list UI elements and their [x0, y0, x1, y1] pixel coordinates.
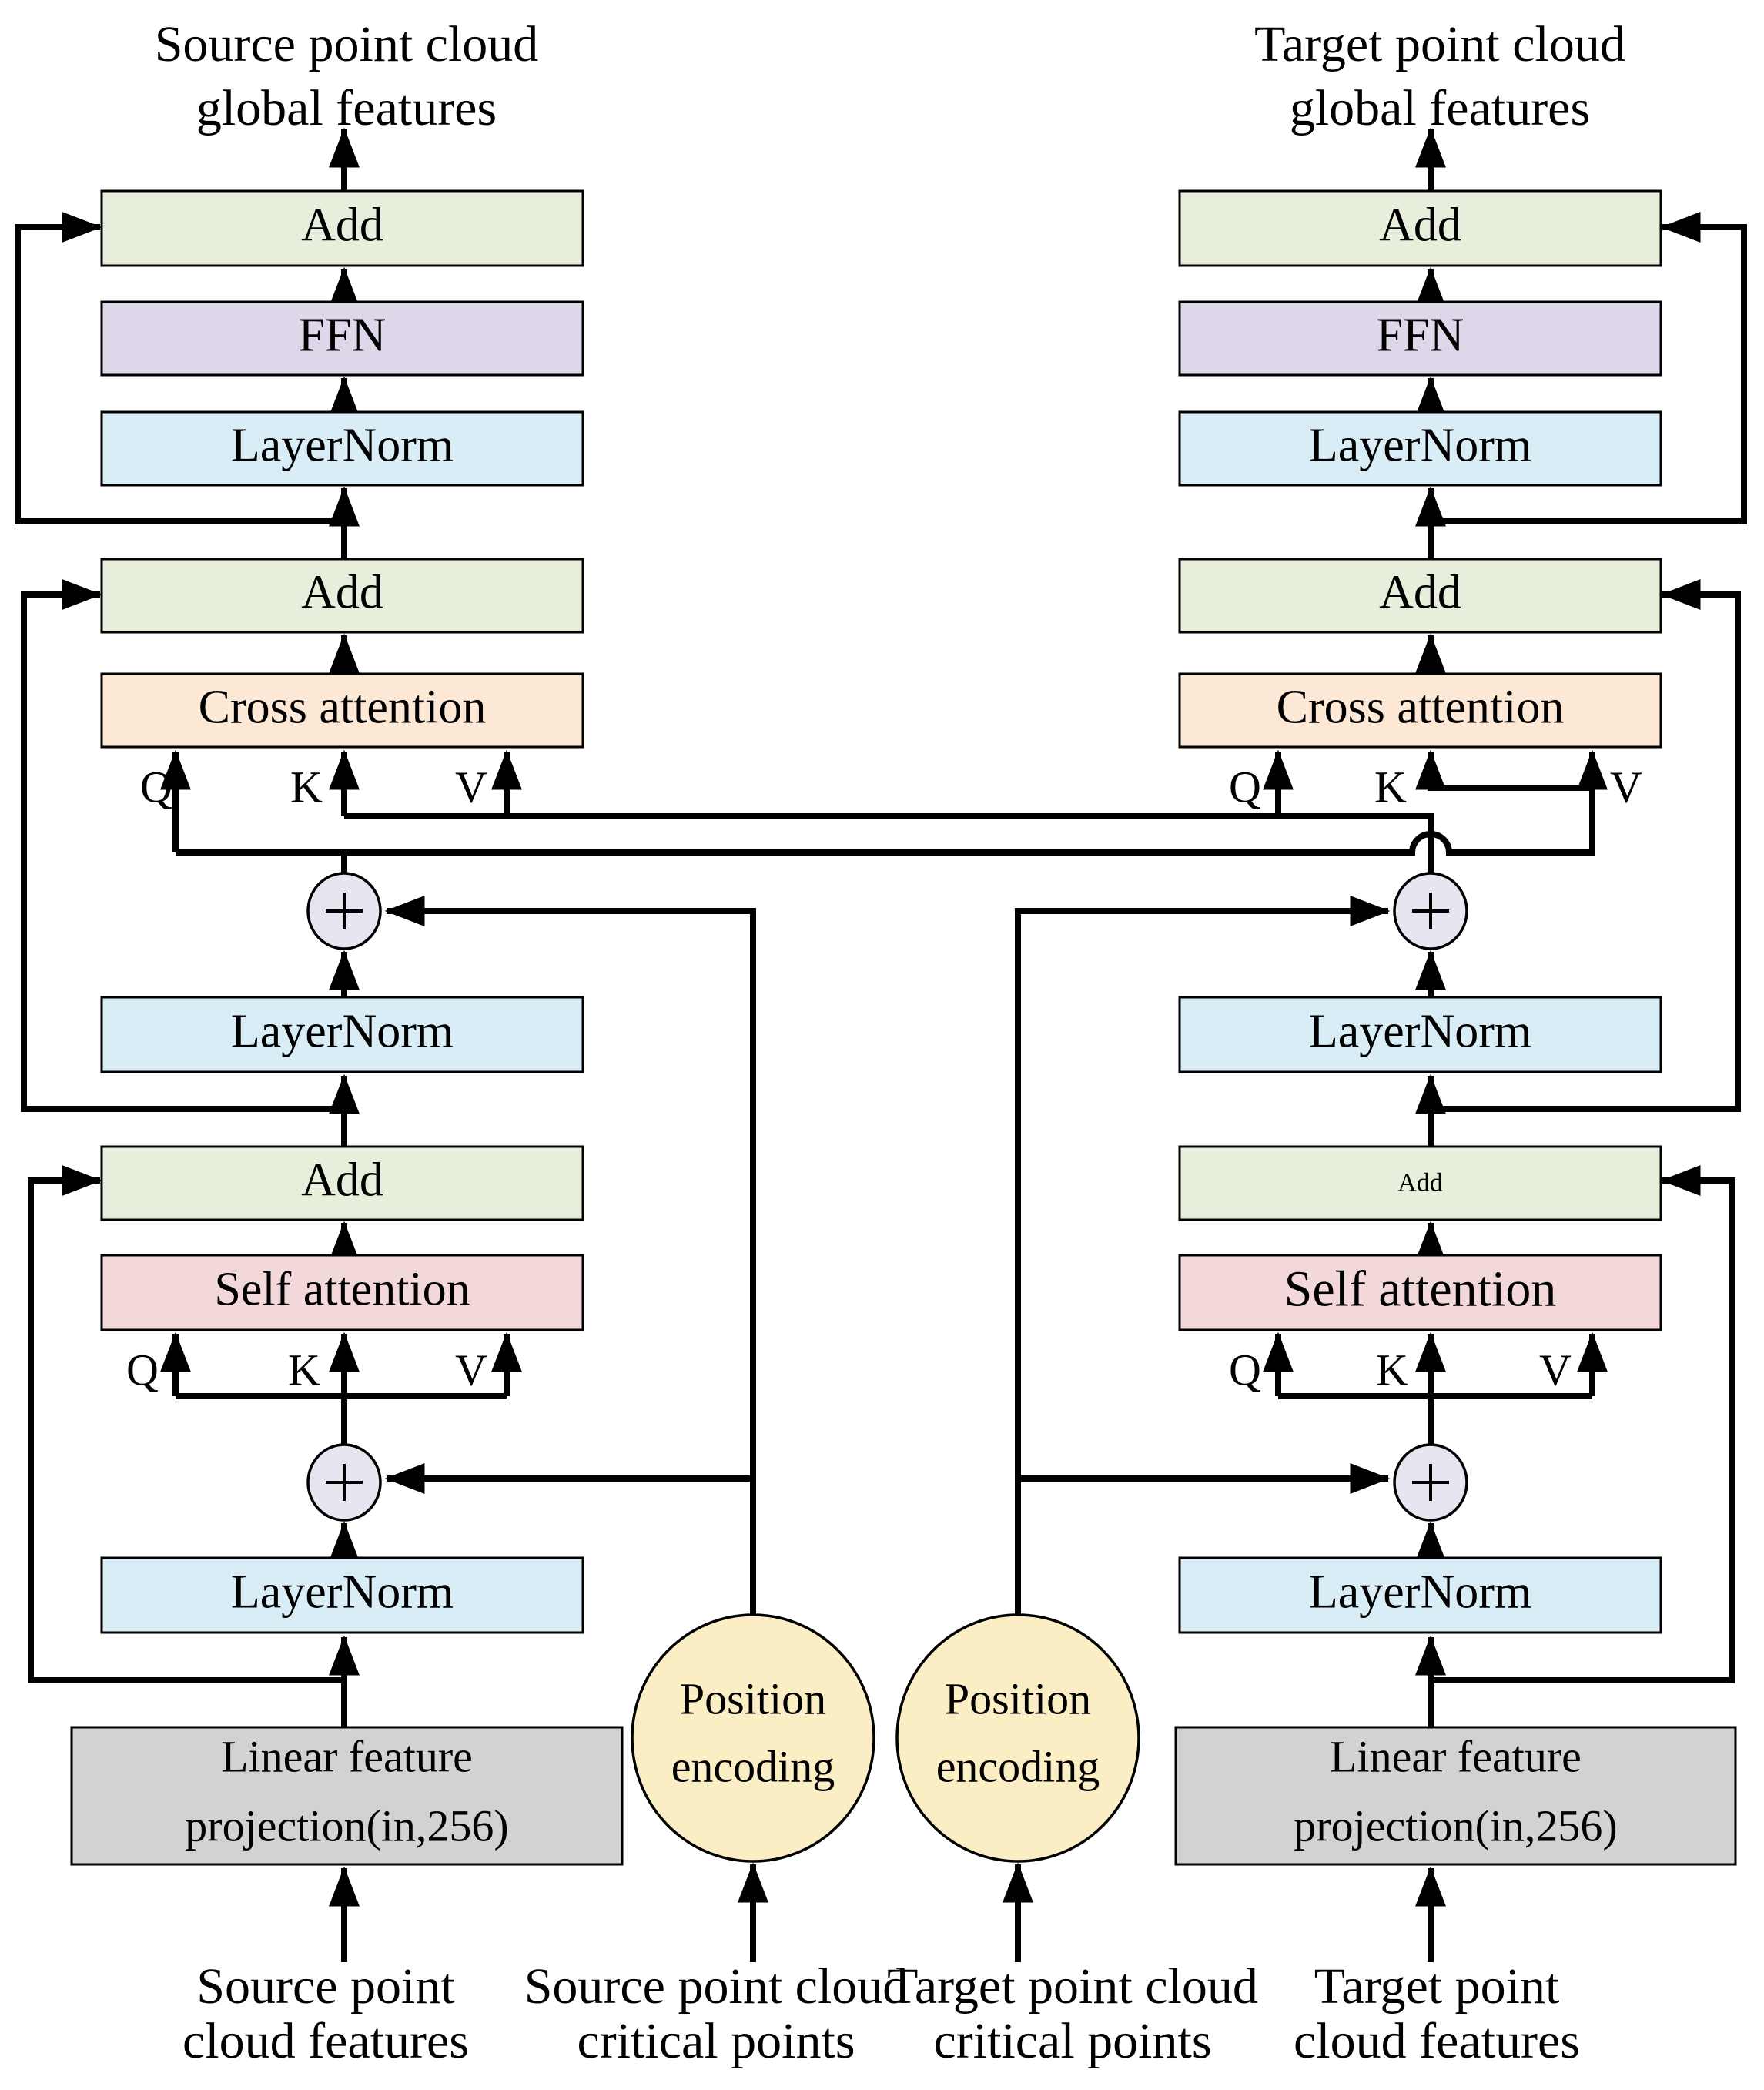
- linear-projection-left-box: [70, 1726, 624, 1866]
- position-encoding-source-label-line1: Position: [680, 1673, 826, 1723]
- k-label-self-right: K: [1376, 1345, 1408, 1395]
- add-top-right-box-label: Add: [1379, 199, 1461, 252]
- layernorm-mid-right-box-label: LayerNorm: [1309, 1006, 1531, 1058]
- add-cross-left-box-label: Add: [301, 567, 383, 619]
- add-cross-left-box: [100, 558, 584, 634]
- residual-ffn-right: [1431, 212, 1747, 524]
- q-label-self-right: Q: [1229, 1345, 1261, 1395]
- layernorm-top-left-box-label: LayerNorm: [231, 420, 454, 472]
- cross-attention-left-box-label: Cross attention: [199, 682, 487, 734]
- target-global-features-label-line2: global features: [1290, 80, 1590, 136]
- add-top-left-box-label: Add: [301, 199, 383, 252]
- source-critical-points-label-line2: critical points: [577, 2013, 855, 2069]
- position-encoding-target-label-line1: Position: [945, 1673, 1091, 1723]
- target-critical-points-label-line2: critical points: [933, 2013, 1211, 2069]
- ffn-right-box-label: FFN: [1377, 310, 1464, 362]
- layernorm-mid-right-box: [1178, 996, 1662, 1073]
- layernorm-bot-left-box-label: LayerNorm: [231, 1566, 454, 1619]
- add-self-right-box-label: Add: [1397, 1168, 1443, 1197]
- residual-ffn-left: [15, 212, 344, 524]
- layernorm-bot-right-box-label: LayerNorm: [1309, 1566, 1531, 1619]
- add-cross-right-box-label: Add: [1379, 567, 1461, 619]
- k-label-self-left: K: [288, 1345, 320, 1395]
- pos-to-cross-plus-left: [384, 896, 756, 1616]
- add-self-right-box: [1178, 1145, 1662, 1221]
- source-features-label-line1: Source point: [196, 1958, 454, 2015]
- layernorm-top-right-box-label: LayerNorm: [1309, 420, 1531, 472]
- q-label-self-left: Q: [126, 1345, 159, 1395]
- residual-cross-left: [21, 579, 344, 1112]
- target-critical-points-label-line1: Target point cloud: [887, 1958, 1258, 2015]
- add-cross-right-box: [1178, 558, 1662, 634]
- target-global-features-label-line1: Target point cloud: [1254, 16, 1625, 72]
- residual-cross-right: [1431, 579, 1741, 1112]
- linear-projection-left-box-label-line1: Linear feature: [221, 1731, 473, 1781]
- free-labels: Q K V Q K V Q K V Q K V Source point cloud global fea…: [126, 16, 1642, 2069]
- q-bus-line2-with-hop: [176, 749, 1608, 856]
- cross-attention-left-box: [100, 672, 584, 749]
- residual-self-left: [28, 1165, 344, 1683]
- self-attention-right-box: [1178, 1254, 1662, 1331]
- position-encoding-target: [895, 1613, 1140, 1863]
- linear-projection-left-box-label-line2: projection(in,256): [185, 1800, 508, 1851]
- source-critical-points-label-line1: Source point cloud: [524, 1958, 909, 2015]
- cross-attention-right-box: [1178, 672, 1662, 749]
- self-attention-left-box: [100, 1254, 584, 1331]
- target-features-label-line2: cloud features: [1294, 2013, 1580, 2069]
- layernorm-bot-right-box: [1178, 1556, 1662, 1634]
- linear-projection-right-box-label-line1: Linear feature: [1330, 1731, 1582, 1781]
- q-label-cross-left: Q: [140, 762, 172, 812]
- position-encoding-source: [631, 1613, 875, 1863]
- ffn-left-box-label: FFN: [299, 310, 387, 362]
- self-attention-left-box-label: Self attention: [214, 1264, 470, 1316]
- v-label-self-right: V: [1539, 1345, 1572, 1395]
- add-top-left-box: [100, 189, 584, 267]
- connector-lines: [15, 127, 1747, 1962]
- linear-projection-right-box: [1174, 1726, 1737, 1866]
- ffn-left-box: [100, 300, 584, 377]
- source-global-features-label-line1: Source point cloud: [155, 16, 539, 72]
- k-label-cross-right: K: [1374, 762, 1407, 812]
- plus-and-position-nodes: Position encoding Position encoding: [306, 872, 1468, 1863]
- layernorm-bot-left-box: [100, 1556, 584, 1634]
- target-features-label-line1: Target point: [1314, 1958, 1560, 2015]
- layernorm-mid-left-box-label: LayerNorm: [231, 1006, 454, 1058]
- v-label-self-left: V: [455, 1345, 487, 1395]
- v-label-cross-right: V: [1610, 762, 1642, 812]
- q-label-cross-right: Q: [1229, 762, 1261, 812]
- kv-jog-right: [1415, 749, 1592, 791]
- layernorm-top-right-box: [1178, 410, 1662, 487]
- add-top-right-box: [1178, 189, 1662, 267]
- pos-to-cross-plus-right: [1015, 896, 1391, 1616]
- add-self-left-box: [100, 1145, 584, 1221]
- linear-projection-right-box-label-line2: projection(in,256): [1294, 1800, 1617, 1851]
- ffn-right-box: [1178, 300, 1662, 377]
- residual-self-right: [1431, 1165, 1735, 1683]
- self-attention-right-box-label: Self attention: [1284, 1261, 1557, 1318]
- cross-attention-right-box-label: Cross attention: [1277, 682, 1565, 734]
- position-encoding-target-label-line2: encoding: [936, 1741, 1100, 1791]
- layernorm-mid-left-box: [100, 996, 584, 1073]
- add-self-left-box-label: Add: [301, 1154, 383, 1207]
- v-label-cross-left: V: [455, 762, 487, 812]
- position-encoding-source-label-line2: encoding: [671, 1741, 835, 1791]
- k-label-cross-left: K: [290, 762, 323, 812]
- source-global-features-label-line2: global features: [196, 80, 497, 136]
- layernorm-top-left-box: [100, 410, 584, 487]
- source-features-label-line2: cloud features: [182, 2013, 469, 2069]
- kv-bus-line1: [344, 813, 1434, 877]
